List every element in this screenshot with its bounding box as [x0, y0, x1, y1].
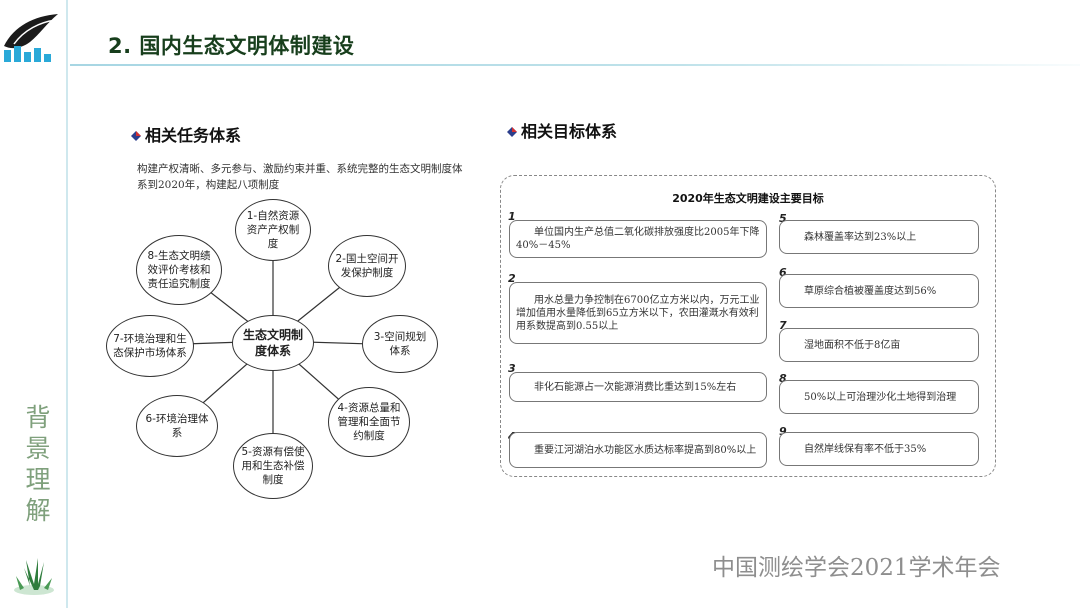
header-divider: [70, 64, 1080, 66]
target-item-9: 自然岸线保有率不低于35%: [779, 432, 979, 466]
node-7: 7-环境治理和生态保护市场体系: [106, 315, 194, 377]
diamond-bullet-icon: [507, 127, 517, 137]
node-1: 1-自然资源资产产权制度: [235, 199, 311, 261]
logo-icon: [0, 8, 64, 64]
target-text: 湿地面积不低于8亿亩: [804, 339, 901, 351]
diamond-bullet-icon: [131, 131, 141, 141]
plant-icon: [14, 558, 54, 595]
target-number: 7: [779, 319, 787, 332]
target-item-6: 草原综合植被覆盖度达到56%: [779, 274, 979, 308]
target-text: 自然岸线保有率不低于35%: [804, 443, 927, 455]
node-4: 4-资源总量和管理和全面节约制度: [328, 387, 410, 457]
institution-diagram: 生态文明制度体系 1-自然资源资产产权制度 2-国土空间开发保护制度 3-空间规…: [100, 195, 465, 505]
conference-footer: 中国测绘学会2021学术年会: [712, 555, 1001, 581]
target-system-heading: 相关目标体系: [506, 118, 617, 142]
target-item-3: 非化石能源占一次能源消费比重达到15%左右: [509, 372, 767, 402]
target-text: 草原综合植被覆盖度达到56%: [804, 285, 937, 297]
node-3: 3-空间规划体系: [362, 315, 438, 373]
task-system-heading-text: 相关任务体系: [145, 126, 242, 145]
page-title: 2. 国内生态文明体制建设: [108, 34, 355, 58]
target-number: 3: [508, 362, 516, 375]
sidebar-divider: [66, 0, 68, 608]
sidebar-vertical-text: 背景理解: [25, 403, 51, 525]
target-system-heading-text: 相关目标体系: [521, 122, 618, 141]
target-number: 1: [508, 210, 516, 223]
target-text: 森林覆盖率达到23%以上: [804, 231, 917, 243]
target-text: 50%以上可治理沙化土地得到治理: [804, 391, 957, 403]
target-text: 用水总量力争控制在6700亿立方米以内，万元工业增加值用水量降低到65立方米以下…: [516, 294, 760, 332]
target-text: 单位国内生产总值二氧化碳排放强度比2005年下降40%－45%: [516, 227, 760, 251]
target-number: 9: [779, 425, 787, 438]
target-number: 2: [508, 272, 516, 285]
target-number: 8: [779, 372, 787, 385]
center-node: 生态文明制度体系: [232, 315, 314, 371]
target-item-5: 森林覆盖率达到23%以上: [779, 220, 979, 254]
target-item-8: 50%以上可治理沙化土地得到治理: [779, 380, 979, 414]
task-system-heading: 相关任务体系: [130, 122, 241, 146]
target-number: 5: [779, 212, 787, 225]
target-item-7: 湿地面积不低于8亿亩: [779, 328, 979, 362]
target-item-1: 单位国内生产总值二氧化碳排放强度比2005年下降40%－45%: [509, 220, 767, 258]
node-2: 2-国土空间开发保护制度: [328, 235, 406, 297]
node-8: 8-生态文明绩效评价考核和责任追究制度: [136, 235, 222, 305]
target-text: 非化石能源占一次能源消费比重达到15%左右: [534, 381, 737, 393]
target-item-4: 重要江河湖泊水功能区水质达标率提高到80%以上: [509, 432, 767, 468]
target-number: 6: [779, 266, 787, 279]
task-system-intro: 构建产权清晰、多元参与、激励约束并重、系统完整的生态文明制度体系到2020年，构…: [137, 163, 463, 191]
targets-panel-title: 2020年生态文明建设主要目标: [672, 192, 824, 205]
node-6: 6-环境治理体系: [136, 395, 218, 457]
target-text: 重要江河湖泊水功能区水质达标率提高到80%以上: [534, 444, 757, 456]
target-item-2: 用水总量力争控制在6700亿立方米以内，万元工业增加值用水量降低到65立方米以下…: [509, 282, 767, 344]
node-5: 5-资源有偿使用和生态补偿制度: [233, 433, 313, 499]
targets-panel: 2020年生态文明建设主要目标 1 单位国内生产总值二氧化碳排放强度比2005年…: [500, 175, 996, 477]
